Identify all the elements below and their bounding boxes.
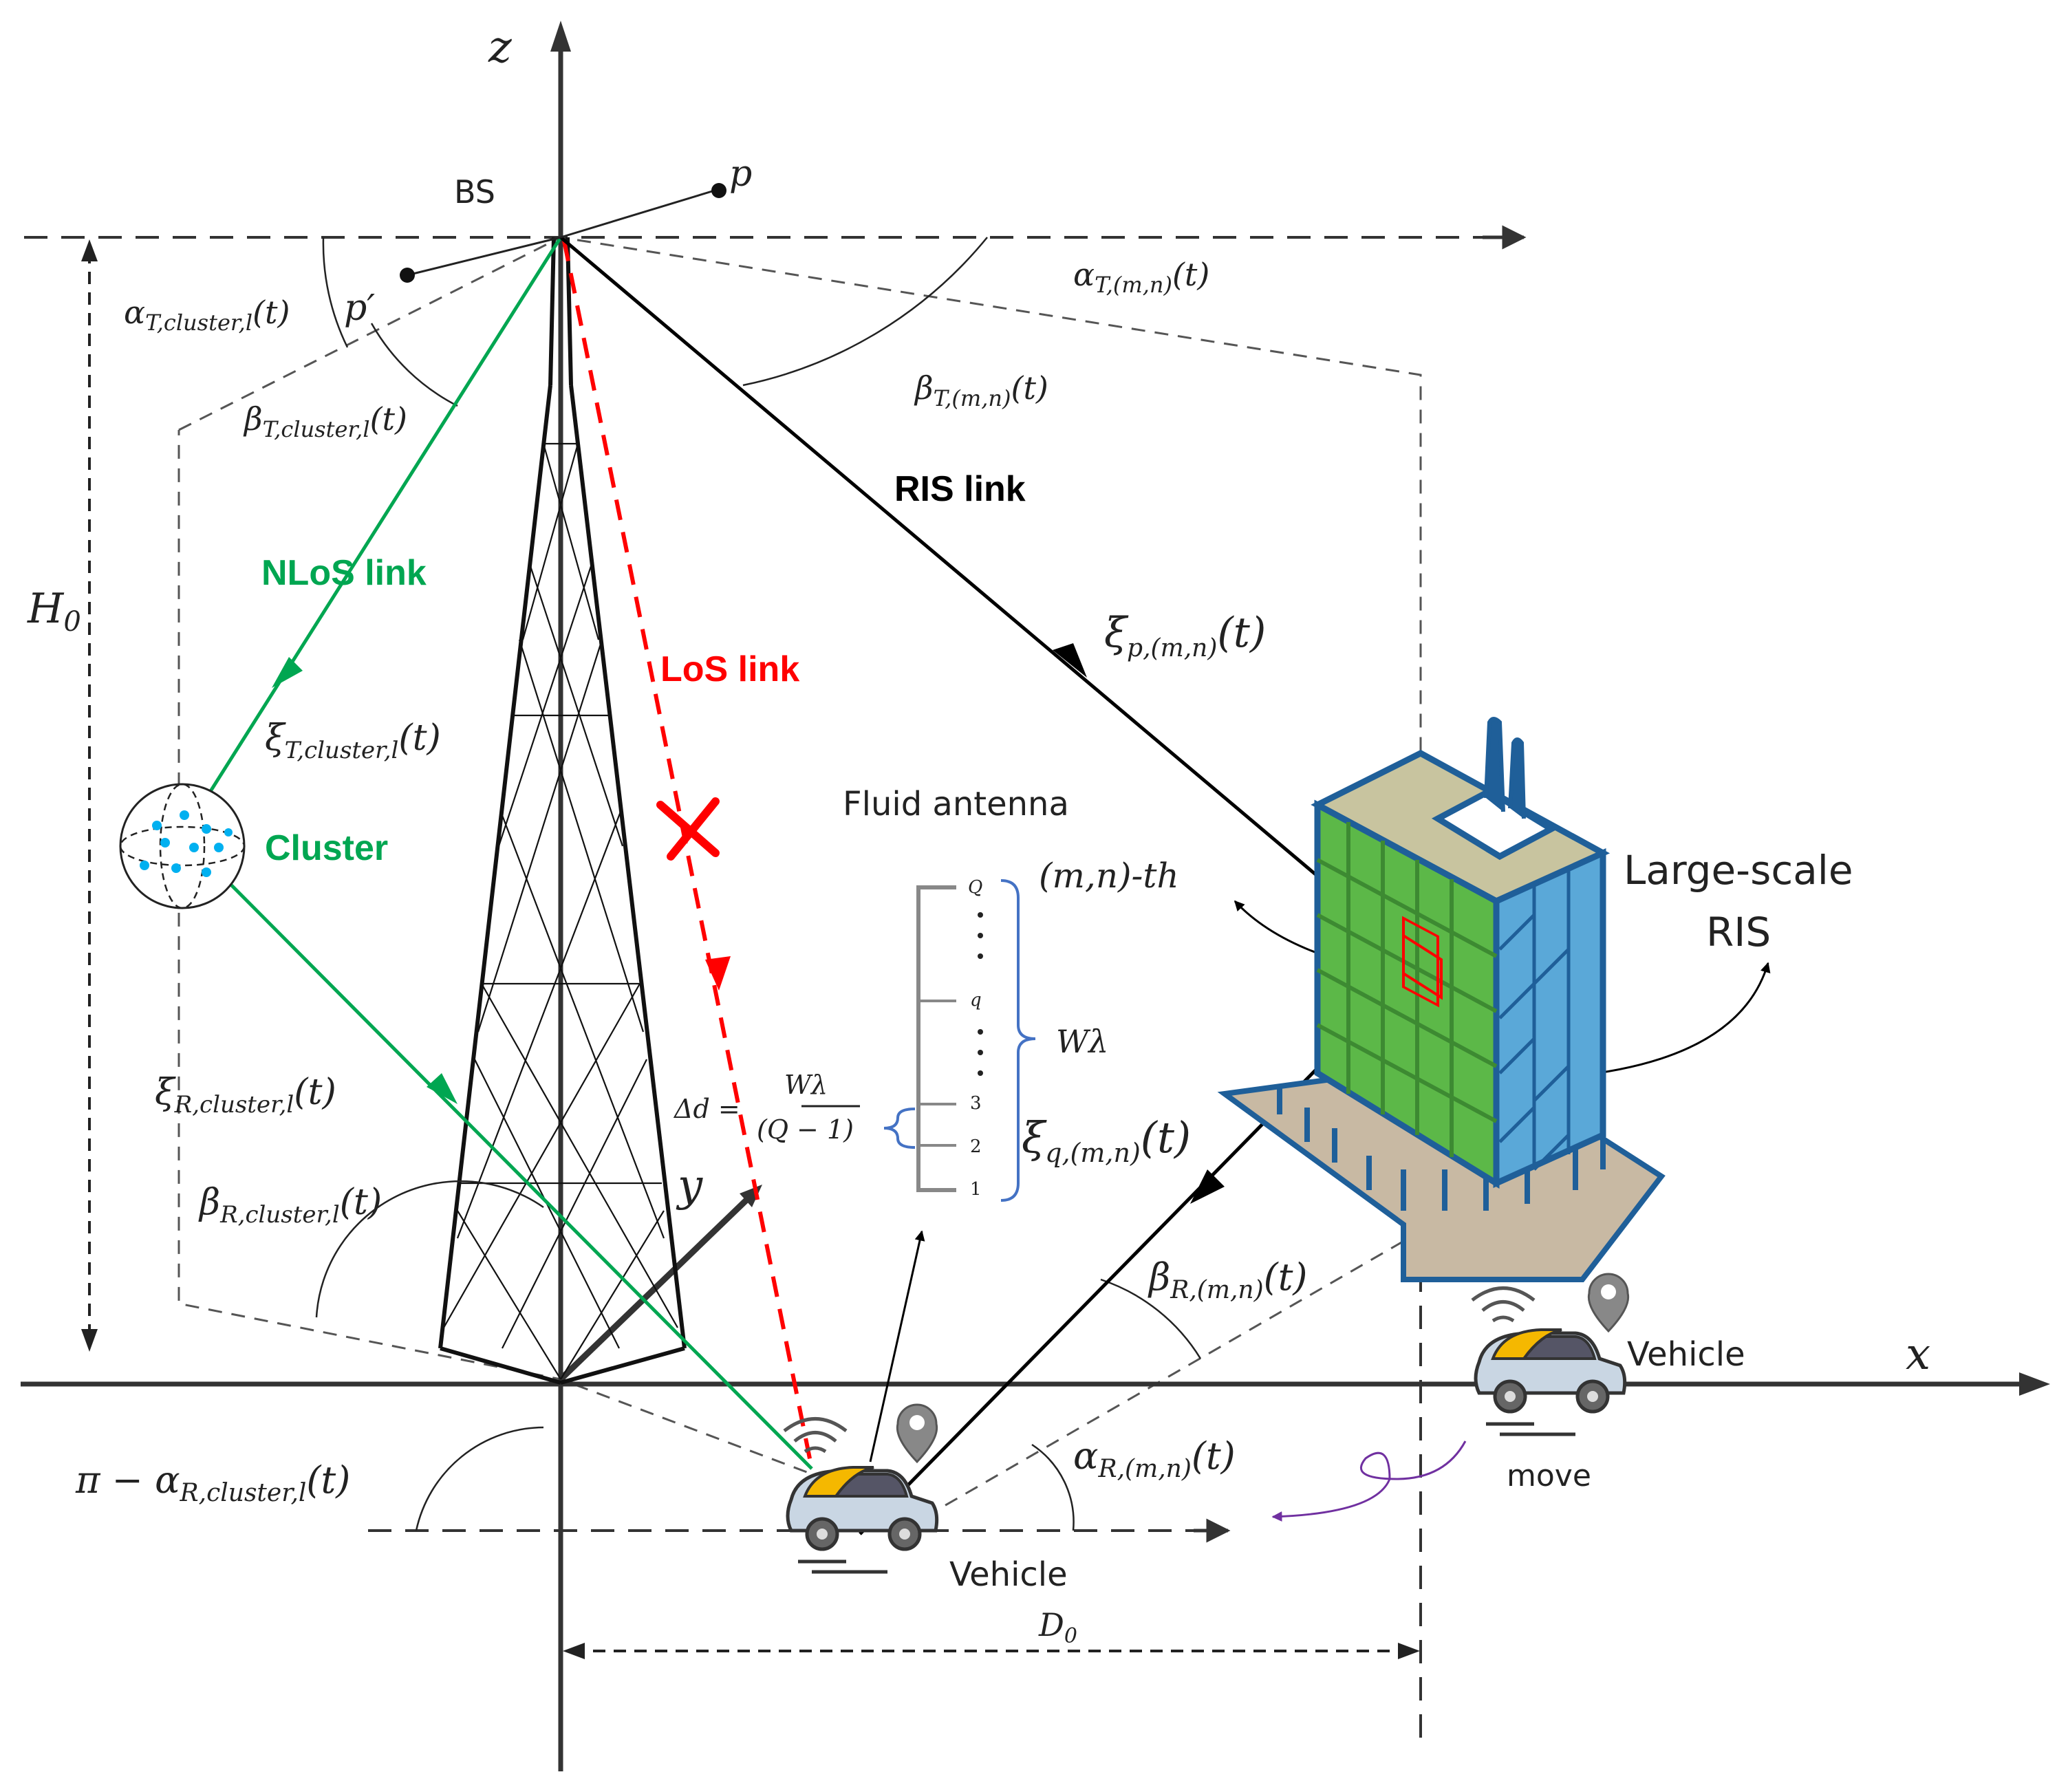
port-q-label: q (970, 990, 982, 1011)
reference-plane (177, 236, 1422, 1518)
port-3-label: 3 (970, 1093, 982, 1114)
bs-tower (438, 237, 687, 1385)
delta-d-label: Δd = (673, 1094, 740, 1124)
bs-label: BS (454, 173, 495, 210)
ris-arrowhead-1 (1053, 643, 1087, 678)
vehicle-moved-icon (1474, 1328, 1627, 1436)
bs-antenna-points (400, 183, 726, 283)
vehicle-rx-location-icon (896, 1403, 938, 1464)
vehicle-moved-wifi-icon (1471, 1286, 1536, 1323)
xi-r-cluster-label: ξR,cluster,l(t) (155, 1072, 336, 1119)
fluid-antenna-label: Fluid antenna (843, 785, 1069, 823)
ris-label-line2: RIS (1706, 909, 1771, 956)
port-1-label: 1 (970, 1179, 982, 1200)
nlos-link-label: NLoS link (261, 553, 427, 593)
ris-label-line1: Large-scale (1624, 847, 1853, 894)
move-arrow (1271, 1440, 1467, 1522)
vehicle-rx-icon (786, 1466, 939, 1574)
d0-dimension (563, 1643, 1420, 1659)
x-axis-label: x (1906, 1329, 1930, 1380)
h0-dimension (81, 239, 98, 1352)
xi-p-mn-label: ξp,(m,n)(t) (1104, 609, 1266, 662)
beta-t-cluster-label: βT,cluster,l(t) (243, 400, 407, 442)
y-axis-label: y (676, 1161, 703, 1211)
point-p (711, 183, 726, 198)
y-axis-line (558, 1187, 760, 1382)
alpha-t-mn-label: αT,(m,n)(t) (1073, 256, 1209, 298)
delta-d-denominator: (Q − 1) (757, 1114, 854, 1145)
cluster-sphere (119, 783, 246, 909)
p-prime-label: p′ (344, 288, 375, 329)
vehicle-rx-wifi-icon (783, 1417, 848, 1454)
nlos-arrowhead-2 (427, 1073, 457, 1104)
xi-q-mn-label: ξq,(m,n)(t) (1022, 1112, 1191, 1168)
z-axis-label: z (488, 22, 513, 73)
vehicle-moved-label: Vehicle (1627, 1335, 1745, 1374)
coordinate-axes (21, 21, 2050, 1771)
fluid-antenna (801, 879, 1036, 1202)
move-label: move (1507, 1458, 1591, 1493)
nlos-link (180, 236, 813, 1470)
delta-d-numerator: Wλ (784, 1070, 828, 1100)
alpha-r-cluster-label: π − αR,cluster,l(t) (75, 1458, 350, 1507)
w-lambda-span-label: Wλ (1056, 1023, 1108, 1060)
mn-th-label: (m,n)-th (1039, 856, 1179, 896)
angle-arcs (315, 237, 1202, 1531)
port-Q-label: Q (968, 877, 982, 898)
cluster-label: Cluster (265, 828, 388, 868)
vehicle-moved-location-icon (1587, 1273, 1630, 1333)
xi-t-cluster-label: ξT,cluster,l(t) (265, 717, 441, 764)
los-arrowhead (705, 956, 731, 991)
port-2-label: 2 (970, 1136, 982, 1157)
ris-link (559, 236, 1422, 1535)
labels: z x y H0 D0 BS p p′ NLoS link LoS link R… (27, 22, 1930, 1648)
nlos-arrowhead-1 (272, 657, 303, 688)
ris-arrowhead-2 (1190, 1169, 1225, 1204)
guide-lines (24, 236, 1493, 1747)
alpha-r-mn-label: αR,(m,n)(t) (1073, 1434, 1236, 1483)
beta-t-mn-label: βT,(m,n)(t) (914, 369, 1048, 411)
los-link (562, 240, 814, 1469)
ris-building (1217, 717, 1666, 1282)
los-link-label: LoS link (660, 649, 799, 689)
h0-label: H0 (27, 585, 81, 638)
alpha-t-cluster-label: αT,cluster,l(t) (124, 294, 290, 336)
beta-r-mn-label: βR,(m,n)(t) (1148, 1255, 1307, 1304)
los-blocked-icon (656, 797, 720, 861)
point-p-prime (400, 268, 415, 283)
ris-link-label: RIS link (894, 469, 1026, 509)
fluid-antenna-pointer (869, 1230, 925, 1462)
vehicle-rx-label: Vehicle (949, 1555, 1068, 1594)
p-label: p (729, 153, 752, 195)
beta-r-cluster-label: βR,cluster,l(t) (198, 1182, 382, 1229)
d0-label: D0 (1038, 1606, 1077, 1648)
